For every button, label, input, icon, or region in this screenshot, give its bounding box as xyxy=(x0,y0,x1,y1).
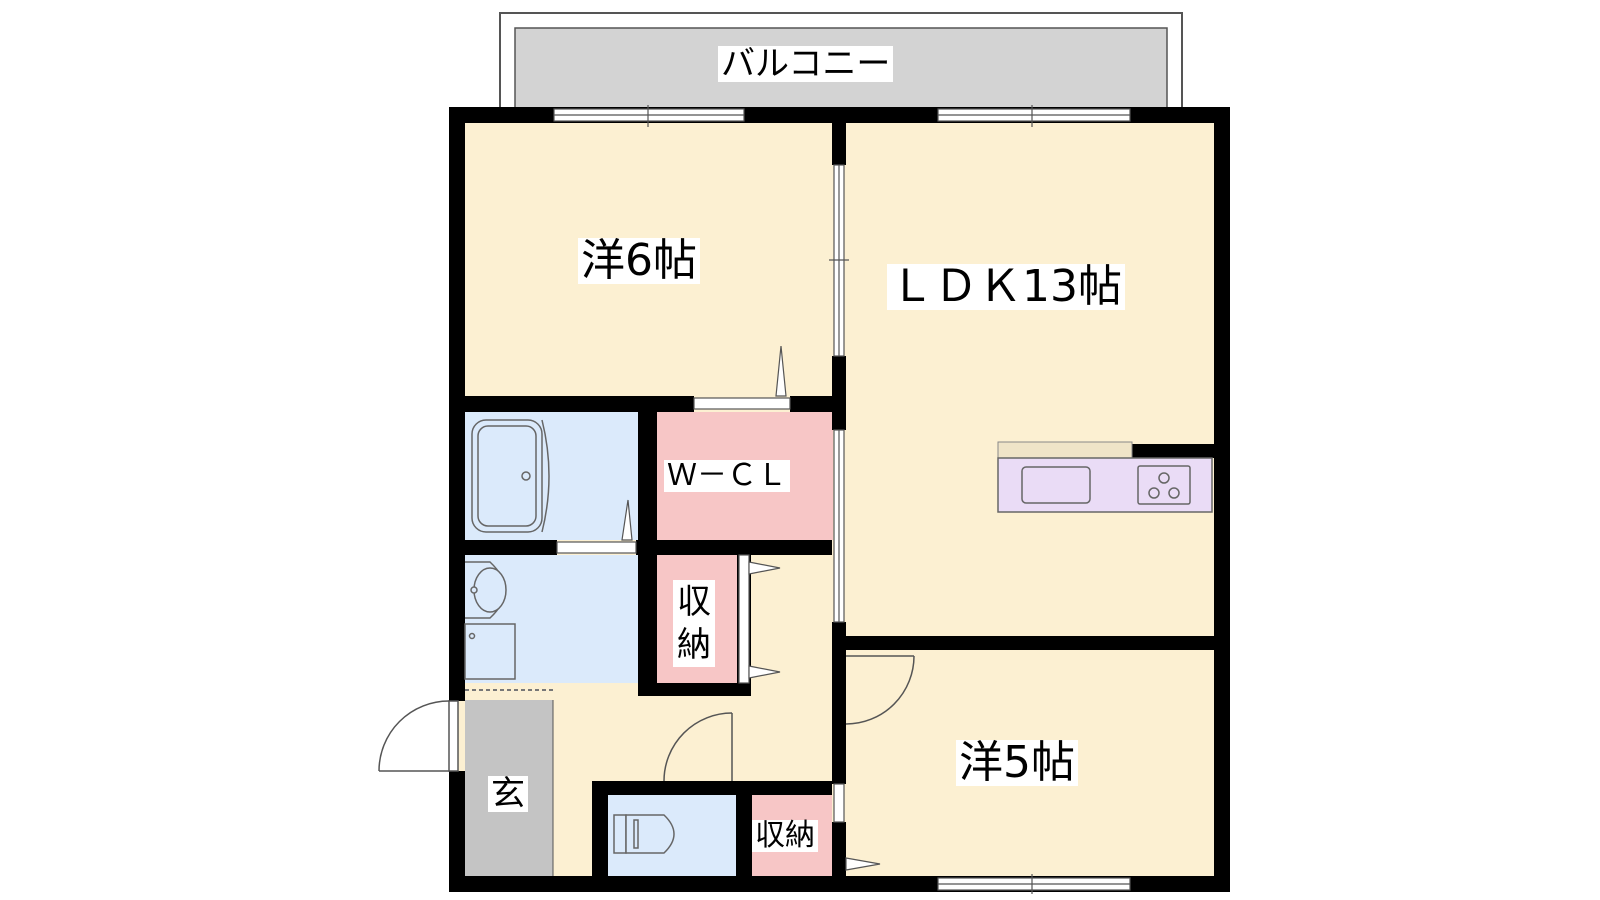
room-label-ldk: ＬＤＫ13帖 xyxy=(887,264,1125,310)
room-label-western-5: 洋5帖 xyxy=(956,740,1078,786)
room-label-storage-small: 収納 xyxy=(752,820,818,852)
room-label-balcony: バルコニー xyxy=(718,46,894,82)
swing-doors xyxy=(378,655,915,782)
room-label-wcl: Ｗ－ＣＬ xyxy=(664,460,790,492)
bathtub-icon xyxy=(471,419,550,533)
door-markers xyxy=(621,345,881,871)
toilet-icon xyxy=(613,814,675,854)
interior-walls xyxy=(465,123,1214,876)
room-label-entrance: 玄 xyxy=(488,776,528,812)
room-label-storage-mid: 収納 xyxy=(673,580,715,667)
sink-icon xyxy=(1021,466,1091,504)
stove-icon xyxy=(1137,465,1191,505)
washbasin-icon xyxy=(464,561,516,680)
room-label-western-6: 洋6帖 xyxy=(578,238,700,284)
